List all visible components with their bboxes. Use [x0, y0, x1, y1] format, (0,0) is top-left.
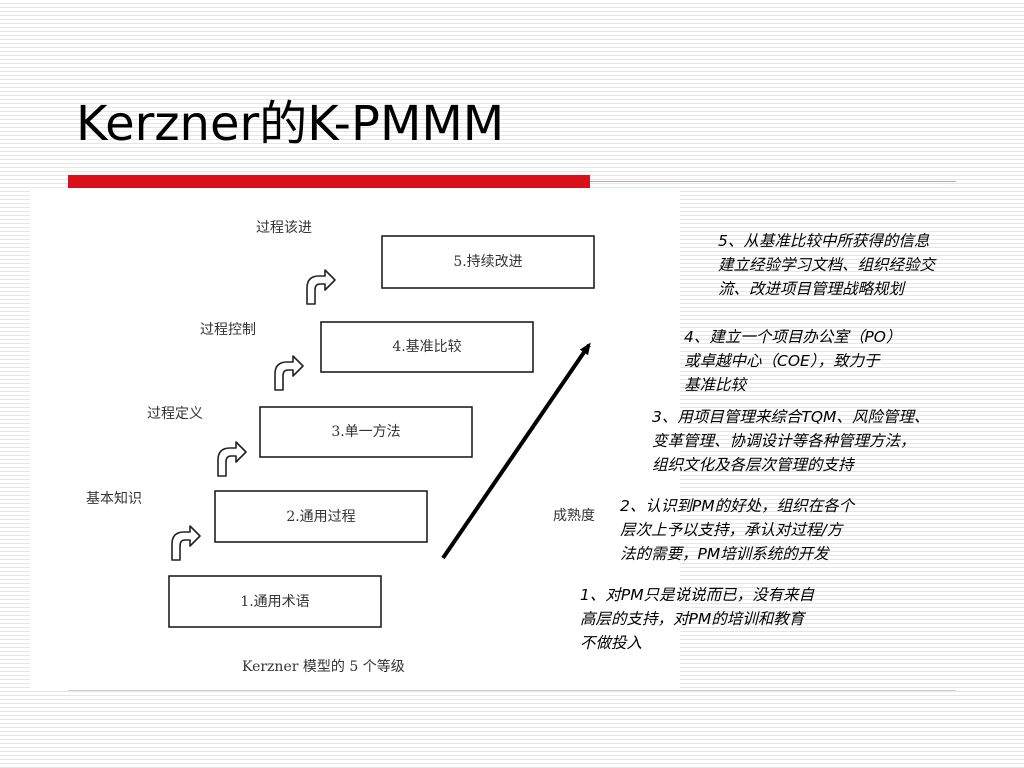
- level-box: [320, 321, 534, 373]
- kpmmm-figure: 基本知识 过程定义 过程控制 过程该进 1.通用术语 2.通用过程 3.单一方法…: [30, 190, 680, 688]
- description-line: 或卓越中心（COE），致力于: [684, 352, 880, 370]
- stage-label: 过程该进: [256, 220, 312, 236]
- level-label: 5.持续改进: [453, 253, 522, 270]
- level-3-description: 3、用项目管理来综合TQM、风险管理、 变革管理、协调设计等各种管理方法， 组织…: [652, 405, 929, 477]
- kpmmm-diagram: 基本知识 过程定义 过程控制 过程该进 1.通用术语 2.通用过程 3.单一方法…: [86, 220, 595, 675]
- step-up-icon: [306, 269, 336, 305]
- step-up-icon: [217, 441, 247, 477]
- stage-label: 过程控制: [200, 322, 256, 338]
- description-line: 4、建立一个项目办公室（PO）: [684, 328, 902, 346]
- step-up-icon: [171, 525, 201, 561]
- description-line: 法的需要，PM培训系统的开发: [620, 545, 829, 563]
- description-line: 基准比较: [684, 376, 747, 394]
- level-label: 2.通用过程: [286, 509, 355, 525]
- title-rule: [590, 181, 956, 182]
- title-accent-bar: [68, 175, 590, 188]
- description-line: 5、从基准比较中所获得的信息: [718, 232, 930, 250]
- maturity-arrow: [441, 342, 591, 560]
- stage-label: 基本知识: [86, 490, 142, 507]
- level-label: 3.单一方法: [331, 424, 400, 440]
- level-5-description: 5、从基准比较中所获得的信息 建立经验学习文档、组织经验交 流、改进项目管理战略…: [718, 229, 935, 301]
- level-label: 4.基准比较: [392, 338, 461, 355]
- stage-label: 过程定义: [147, 406, 203, 422]
- level-2-description: 2、认识到PM的好处，组织在各个 层次上予以支持，承认对过程/方 法的需要，PM…: [620, 494, 854, 566]
- maturity-label: 成熟度: [553, 508, 595, 524]
- level-box: [214, 490, 428, 543]
- description-line: 建立经验学习文档、组织经验交: [718, 256, 936, 274]
- description-line: 变革管理、协调设计等各种管理方法，: [652, 432, 916, 450]
- level-4-description: 4、建立一个项目办公室（PO） 或卓越中心（COE），致力于 基准比较: [684, 325, 901, 397]
- description-line: 高层的支持，对PM的培训和教育: [580, 610, 805, 628]
- level-box: [259, 406, 473, 458]
- level-1-description: 1、对PM只是说说而已，没有来自 高层的支持，对PM的培训和教育 不做投入: [580, 583, 814, 655]
- footer-rule: [68, 690, 956, 691]
- slide-title: Kerzner的K-PMMM: [76, 96, 505, 152]
- description-line: 2、认识到PM的好处，组织在各个: [620, 497, 855, 515]
- description-line: 3、用项目管理来综合TQM、风险管理、: [652, 408, 930, 426]
- step-up-icon: [274, 355, 304, 391]
- description-line: 层次上予以支持，承认对过程/方: [620, 521, 843, 539]
- level-box: [168, 575, 382, 628]
- description-line: 不做投入: [580, 634, 643, 652]
- level-label: 1.通用术语: [240, 594, 309, 610]
- figure-caption: Kerzner 模型的 5 个等级: [242, 658, 405, 675]
- description-line: 流、改进项目管理战略规划: [718, 280, 905, 298]
- level-box: [381, 235, 595, 289]
- description-line: 1、对PM只是说说而已，没有来自: [580, 586, 815, 604]
- description-line: 组织文化及各层次管理的支持: [652, 456, 854, 474]
